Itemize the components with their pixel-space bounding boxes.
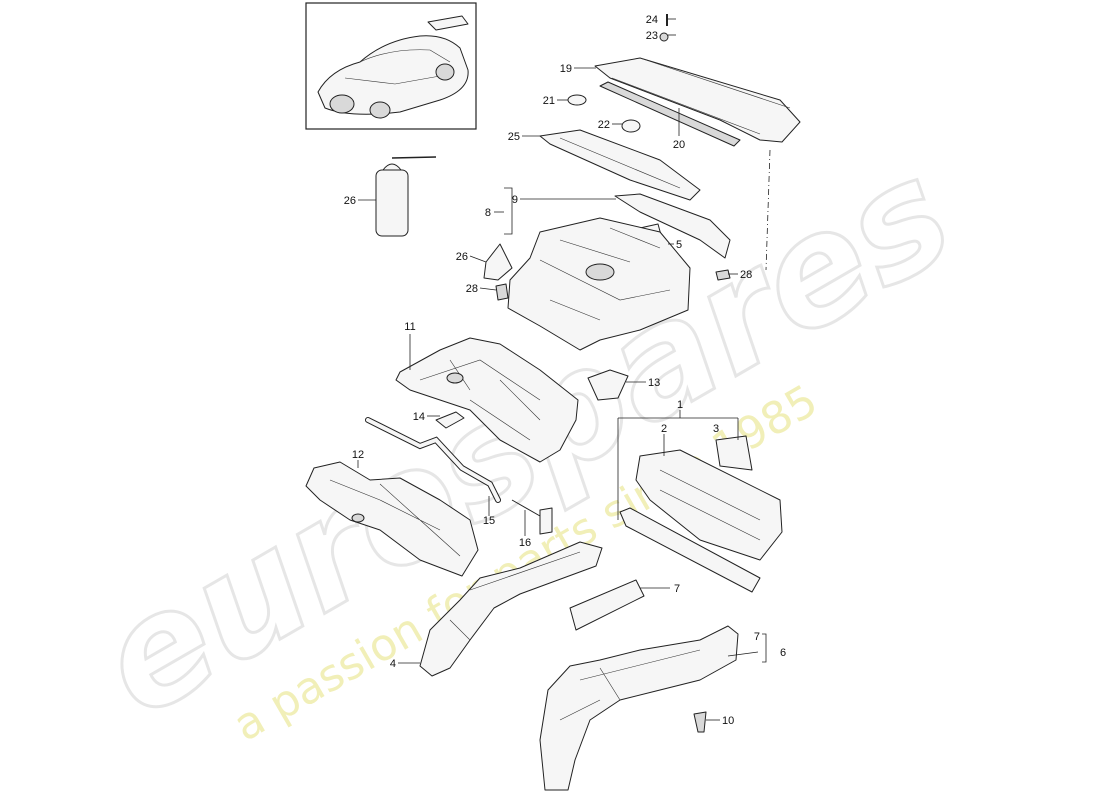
- part-15-rod: [365, 417, 501, 503]
- callout-19: 21: [543, 95, 555, 107]
- callout-26: 26: [456, 251, 468, 263]
- part-2-lower-rail: [619, 507, 761, 593]
- callout-17: 19: [560, 63, 572, 75]
- part-26-bracket: [483, 243, 513, 281]
- part-21-nut: [659, 32, 669, 42]
- part-25-spray-can: [375, 156, 437, 237]
- callout-8: 8: [485, 207, 491, 219]
- callout-3: 3: [713, 423, 719, 435]
- car-thumbnail: [305, 2, 477, 130]
- callout-18: 20: [673, 139, 685, 151]
- part-12-rear-member: [305, 461, 479, 577]
- callout-1: 1: [677, 399, 683, 411]
- part-10-fastener: [693, 711, 707, 733]
- part-14-plate: [435, 411, 465, 429]
- callout-20: 22: [598, 119, 610, 131]
- part-17-spoiler: [594, 57, 801, 143]
- callout-11: 11: [404, 321, 415, 333]
- part-13-bracket: [587, 369, 629, 401]
- part-8-rear-floor: [507, 217, 691, 351]
- callout-21: 23: [646, 30, 658, 42]
- callout-10: 10: [722, 715, 734, 727]
- callout-12: 12: [352, 449, 364, 461]
- part-7-panel: [569, 579, 645, 631]
- part-16-strip: [511, 499, 553, 535]
- part-28-clip: [495, 283, 509, 301]
- part-6-wheel-housing: [539, 625, 739, 791]
- callouts: 24 23 19 21 22 20 25 26 8 9 5 28 26 28 1…: [344, 14, 786, 727]
- callout-15: 15: [483, 515, 495, 527]
- callout-22: 24: [646, 14, 658, 26]
- callout-25: 26: [344, 195, 356, 207]
- callout-24: 25: [508, 131, 520, 143]
- callout-9: 9: [512, 194, 518, 206]
- part-19-grommet: [567, 94, 587, 106]
- assembly-line: [765, 149, 771, 271]
- part-20-grommet: [621, 119, 641, 133]
- callout-13: 13: [648, 377, 660, 389]
- part-24-cross-member: [539, 129, 701, 201]
- part-18-seal: [599, 81, 741, 147]
- part-9-cross-member: [614, 193, 731, 259]
- part-11-floor-panel: [395, 337, 579, 463]
- callout-4: 4: [390, 658, 396, 670]
- callout-16: 16: [519, 537, 531, 549]
- callout-23: 28: [740, 269, 752, 281]
- part-23-clip: [715, 269, 731, 281]
- callout-2: 2: [661, 423, 667, 435]
- part-3-bracket: [715, 435, 753, 471]
- callout-5: 5: [676, 239, 682, 251]
- callout-28: 28: [466, 283, 478, 295]
- part-4-longitudinal-member: [419, 541, 603, 677]
- callout-6: 6: [780, 647, 786, 659]
- callout-7-lower: 7: [754, 631, 760, 643]
- part-2-rear-panel: [635, 449, 783, 561]
- leader-lines: [357, 18, 767, 721]
- callout-7-upper: 7: [674, 583, 680, 595]
- callout-14: 14: [413, 411, 425, 423]
